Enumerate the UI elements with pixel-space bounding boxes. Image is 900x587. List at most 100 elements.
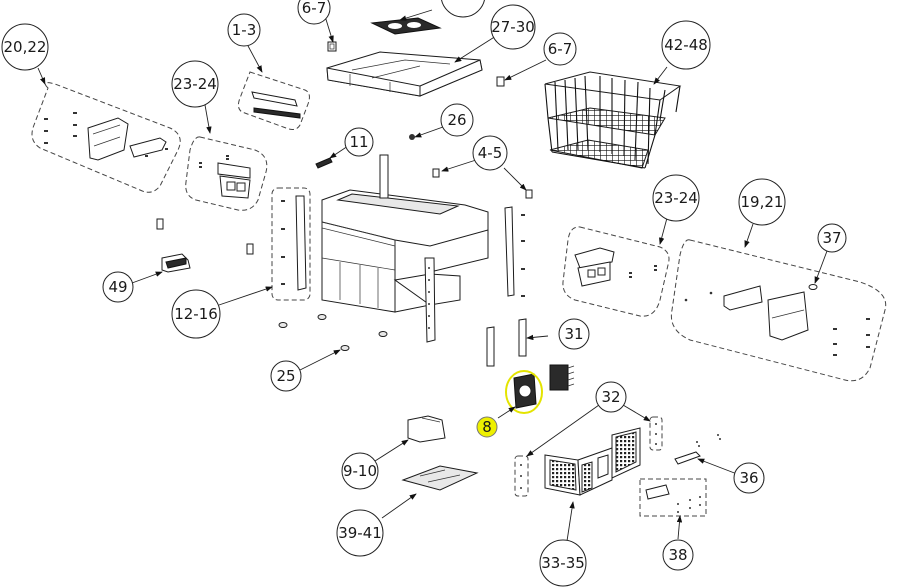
callout-32[interactable]: 32	[595, 381, 627, 413]
callout-9-10[interactable]: 9-10	[341, 452, 379, 490]
callout-label: 6-7	[302, 0, 327, 17]
callout-11[interactable]: 11	[344, 127, 374, 157]
callout-4-5[interactable]: 4-5	[472, 135, 508, 171]
callout-33-35[interactable]: 33-35	[539, 539, 587, 587]
leader-37	[814, 250, 828, 284]
callout-label: 39-41	[338, 524, 382, 542]
leader-36	[697, 458, 738, 475]
callout-label: 6-7	[548, 40, 573, 58]
group-23-24-left	[185, 136, 268, 211]
group-19-21	[670, 239, 887, 382]
strip-part-right	[649, 416, 663, 451]
leader-1-3	[246, 43, 263, 73]
bracket-part	[246, 243, 254, 255]
leader-11	[329, 145, 349, 159]
callout-label: 27-30	[491, 18, 535, 36]
callout-26[interactable]: 26	[440, 103, 474, 137]
leader-32-right	[622, 404, 651, 422]
callouts: 6-7 27-30 6-7 42-48 20,22 1-3 23-24 26	[1, 0, 847, 587]
lid-part	[326, 51, 483, 97]
main-cabinet-part	[321, 154, 489, 343]
callout-label: 11	[349, 133, 368, 151]
callout-23-24-right[interactable]: 23-24	[652, 174, 700, 222]
callout-20-22[interactable]: 20,22	[1, 23, 49, 71]
callout-label: 42-48	[664, 36, 708, 54]
callout-label: 9-10	[343, 462, 377, 480]
leader-19-21	[744, 223, 754, 248]
callout-label: 19,21	[741, 193, 784, 211]
screw-part	[409, 134, 415, 140]
callout-label: 32	[601, 388, 620, 406]
callout-27-30[interactable]: 27-30	[490, 4, 536, 50]
callout-label: 38	[668, 546, 687, 564]
callout-label: 4-5	[478, 144, 503, 162]
callout-label: 33-35	[541, 554, 585, 572]
callout-42-48[interactable]: 42-48	[661, 20, 711, 70]
leader-top	[399, 9, 433, 21]
callout-23-24-left[interactable]: 23-24	[171, 60, 219, 108]
leader-31	[526, 334, 549, 341]
spring-part	[315, 157, 333, 169]
clip-part-4-5-a	[432, 168, 440, 178]
callout-label: 25	[276, 367, 295, 385]
condenser-fan-part	[505, 370, 543, 414]
callout-8-highlighted[interactable]: 8	[476, 416, 498, 438]
callout-39-41[interactable]: 39-41	[336, 509, 384, 557]
callout-12-16[interactable]: 12-16	[171, 289, 221, 339]
group-20-22	[31, 82, 181, 193]
leader-4-5-b	[503, 167, 527, 191]
leader-32-left	[526, 404, 600, 457]
lid-gasket-part	[370, 17, 442, 35]
leader-39-41	[381, 493, 417, 519]
leader-9-10	[374, 439, 409, 462]
base-plate-part	[401, 465, 479, 491]
callout-31[interactable]: 31	[558, 318, 590, 350]
leader-lines	[37, 0, 828, 542]
condenser-part	[549, 364, 575, 391]
leader-42-48	[653, 66, 668, 85]
clip-part-4-5-b	[525, 189, 533, 199]
callout-label: 49	[108, 278, 127, 296]
callout-38[interactable]: 38	[662, 539, 694, 571]
bracket-31-part	[486, 318, 527, 367]
feet-part	[278, 314, 388, 351]
callout-49[interactable]: 49	[102, 271, 134, 303]
group-12-16	[271, 187, 311, 301]
callout-label: 20,22	[4, 38, 47, 56]
callout-label: 23-24	[173, 75, 217, 93]
callout-37[interactable]: 37	[817, 223, 847, 253]
callout-6-7-right[interactable]: 6-7	[543, 32, 577, 66]
leader-26	[414, 126, 444, 138]
clip-part-right	[496, 76, 505, 87]
leader-4-5-a	[441, 159, 477, 172]
control-board-part	[674, 434, 721, 465]
callout-label: 8	[482, 418, 492, 436]
callout-label: 37	[822, 229, 841, 247]
callout-top-partial[interactable]	[441, 0, 485, 18]
group-23-24-right	[562, 226, 670, 317]
callout-25[interactable]: 25	[270, 360, 302, 392]
leader-23-24-left	[204, 104, 212, 134]
callout-36[interactable]: 36	[733, 462, 765, 494]
leader-38	[676, 515, 683, 540]
callout-6-7-left[interactable]: 6-7	[297, 0, 331, 25]
leader-27-30	[454, 35, 497, 63]
leader-12-16	[218, 286, 273, 306]
callout-19-21[interactable]: 19,21	[738, 178, 786, 226]
group-38	[639, 478, 707, 517]
wire-basket-part	[544, 71, 682, 169]
callout-label: 31	[564, 325, 583, 343]
leader-6-7-right	[504, 59, 547, 81]
strip-part-left	[514, 455, 529, 497]
clip-part-left	[327, 41, 337, 52]
group-1-3	[237, 71, 310, 130]
side-rail-part	[504, 206, 525, 297]
leader-20-22	[37, 67, 46, 85]
callout-label: 1-3	[232, 21, 257, 39]
callout-label: 26	[447, 111, 466, 129]
callout-label: 12-16	[174, 305, 218, 323]
callout-1-3[interactable]: 1-3	[227, 13, 261, 47]
handle-part	[161, 253, 191, 273]
front-housing-part	[544, 427, 641, 496]
